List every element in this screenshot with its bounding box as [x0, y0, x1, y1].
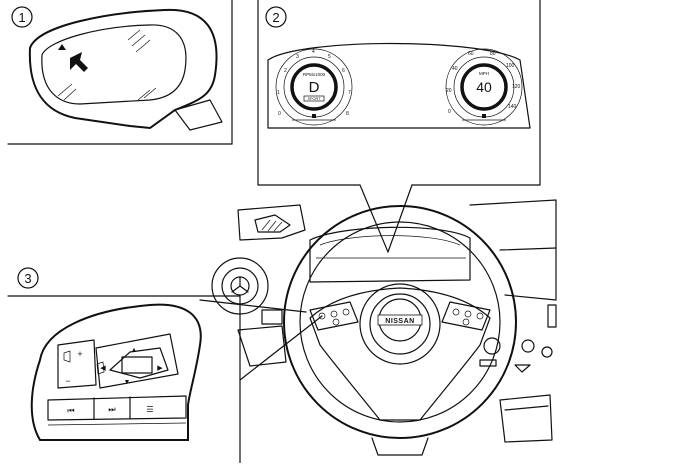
- panel-mirror: 1: [7, 0, 233, 145]
- up-button[interactable]: ▲: [131, 347, 138, 354]
- steering-switches-left: [309, 301, 359, 331]
- svg-text:7: 7: [348, 90, 351, 96]
- svg-text:80: 80: [490, 51, 496, 57]
- speed-readout: 40: [476, 79, 492, 95]
- steering-switches-right: [441, 301, 491, 331]
- callout-2: 2: [265, 6, 287, 28]
- mirror-glass: [41, 24, 187, 105]
- svg-text:100: 100: [506, 63, 515, 69]
- panel-switches: 3 + − ▲ ▼ ◀ ▶ ⏮ ⏭ ☰: [7, 267, 241, 464]
- svg-text:20: 20: [446, 88, 452, 94]
- svg-text:MPH: MPH: [479, 71, 489, 76]
- svg-text:40: 40: [452, 66, 458, 72]
- ok-button[interactable]: [121, 356, 153, 374]
- media-buttons: ⏮ ⏭ ☰: [47, 395, 187, 421]
- svg-text:5: 5: [328, 54, 331, 60]
- svg-text:1: 1: [277, 90, 280, 96]
- svg-text:2: 2: [272, 10, 279, 25]
- svg-text:120: 120: [512, 84, 521, 90]
- svg-text:4: 4: [312, 49, 315, 55]
- svg-text:NISSAN: NISSAN: [385, 318, 414, 325]
- svg-text:1: 1: [18, 10, 25, 25]
- speedometer: MPH 40 0 20 40 60 80 100 120 140: [445, 48, 523, 126]
- svg-text:0: 0: [278, 111, 281, 117]
- switch-housing: [30, 303, 202, 441]
- dashboard: [211, 199, 557, 443]
- nissan-logo: NISSAN: [377, 298, 423, 342]
- svg-text:SPORT: SPORT: [307, 97, 321, 101]
- svg-text:RPMx1000: RPMx1000: [303, 72, 326, 77]
- svg-text:3: 3: [296, 54, 299, 60]
- meter-housing: [267, 42, 531, 129]
- temperature-icon: [312, 114, 316, 118]
- blind-spot-warning-icon: [58, 44, 88, 72]
- fuel-icon: [482, 114, 486, 118]
- svg-text:2: 2: [284, 68, 287, 74]
- gear-indicator: D: [309, 79, 320, 96]
- callout-1: 1: [11, 6, 33, 28]
- menu-button[interactable]: ☰: [146, 405, 153, 414]
- svg-text:8: 8: [346, 111, 349, 117]
- right-button[interactable]: ▶: [157, 365, 163, 372]
- direction-pad: ▲ ▼ ◀ ▶: [95, 333, 179, 389]
- svg-text:0: 0: [448, 109, 451, 115]
- svg-text:60: 60: [468, 51, 474, 57]
- steering-hub: [309, 287, 491, 421]
- svg-text:140: 140: [508, 104, 517, 110]
- mute-icon[interactable]: [63, 350, 71, 363]
- down-button[interactable]: ▼: [124, 379, 131, 386]
- next-track-button[interactable]: ⏭: [108, 405, 115, 414]
- volume-down-button[interactable]: −: [65, 376, 70, 386]
- svg-text:6: 6: [342, 68, 345, 74]
- volume-up-button[interactable]: +: [77, 349, 82, 359]
- tachometer: RPMx1000 D SPORT 0 1 2 3 4 5 6 7 8: [275, 48, 353, 126]
- mirror-housing: [28, 8, 218, 130]
- callout-3: 3: [17, 267, 39, 289]
- panel-meter: 2 RPMx1000 D SPORT 0 1 2 3 4 5 6 7 8: [257, 0, 541, 253]
- previous-track-button[interactable]: ⏮: [67, 406, 74, 415]
- svg-text:3: 3: [24, 271, 31, 286]
- voice-icon[interactable]: [96, 361, 105, 375]
- steering-wheel: NISSAN: [283, 205, 517, 456]
- volume-buttons: + −: [57, 339, 97, 389]
